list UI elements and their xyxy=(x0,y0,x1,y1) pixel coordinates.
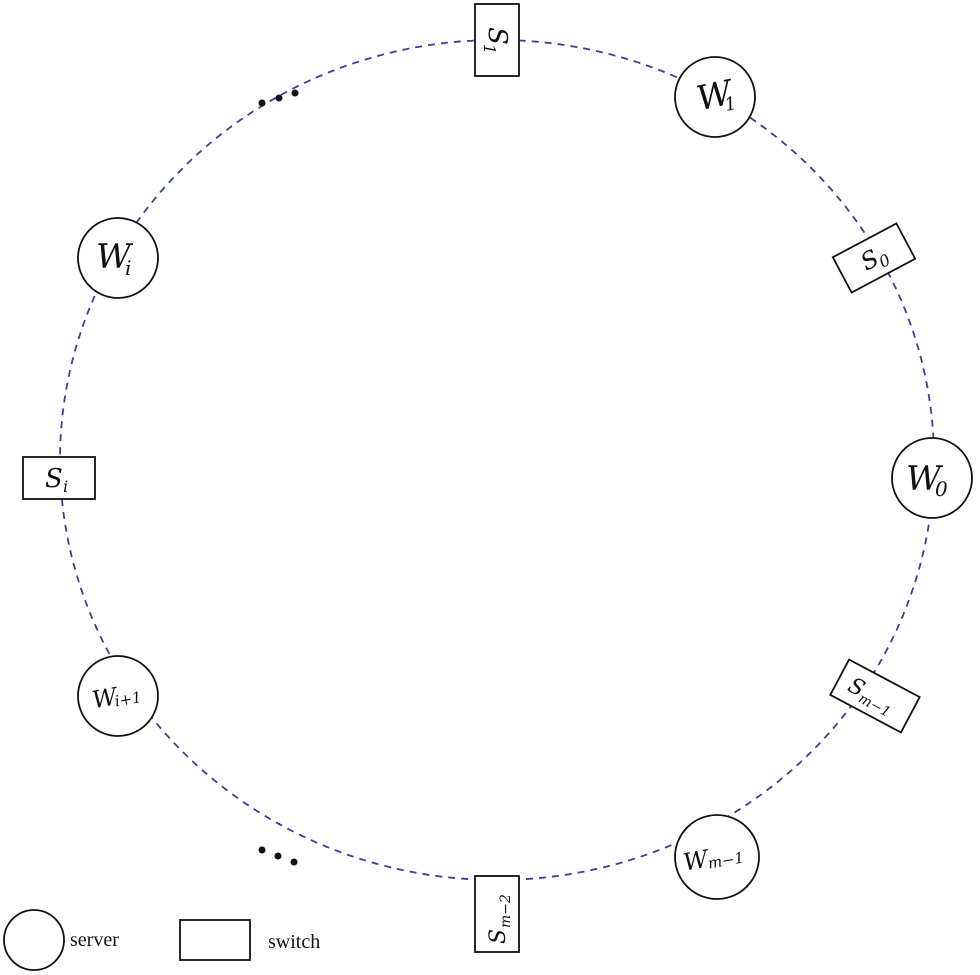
server-wi1-subscript: i+1 xyxy=(113,688,143,710)
switch-s1-subscript: 1 xyxy=(480,44,499,54)
switch-node-s1: S 1 xyxy=(474,3,520,77)
switch-node-s0: S 0 xyxy=(831,222,917,294)
ellipsis-bottom xyxy=(258,846,298,866)
legend: server switch xyxy=(3,909,320,971)
legend-server-label: server xyxy=(70,929,119,951)
legend-server-symbol xyxy=(3,909,65,971)
server-wi-label: W xyxy=(96,237,134,277)
server-node-w0: W 0 xyxy=(891,437,973,519)
switch-sm2-subscript: m−2 xyxy=(498,894,514,928)
server-node-wi1: W i+1 xyxy=(77,655,159,737)
switch-sm2-label: S xyxy=(486,929,511,944)
switch-s1-label: S xyxy=(482,27,512,45)
switch-node-si: S i xyxy=(22,456,96,500)
server-w0-label: W xyxy=(906,459,944,499)
ring-connection xyxy=(59,39,935,881)
server-node-wm1: W m−1 xyxy=(674,814,760,900)
server-node-wi: W i xyxy=(77,217,159,299)
switch-si-label: S xyxy=(45,464,63,494)
legend-switch-label: switch xyxy=(268,931,320,953)
server-wi-subscript: i xyxy=(125,256,131,280)
legend-switch-symbol xyxy=(179,919,251,961)
server-w0-subscript: 0 xyxy=(935,477,948,501)
server-node-w1: W 1 xyxy=(674,56,756,138)
server-w1-subscript: 1 xyxy=(723,93,739,116)
switch-node-sm2: S m−2 xyxy=(474,875,520,953)
ellipsis-top xyxy=(258,89,299,107)
switch-si-subscript: i xyxy=(63,477,68,496)
